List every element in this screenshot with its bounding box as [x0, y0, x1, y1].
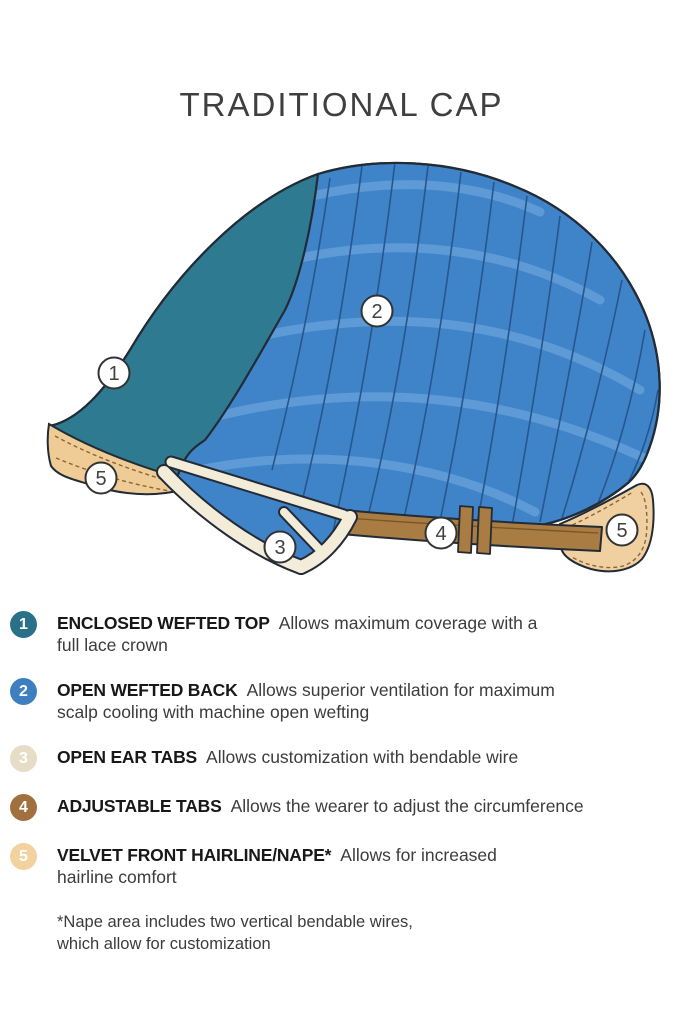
cap-diagram-svg: 1 2 3 4 5 5 [46, 161, 661, 575]
svg-text:5: 5 [616, 520, 627, 542]
legend-text: OPEN EAR TABS Allows customization with b… [57, 747, 518, 769]
legend-item-title: VELVET FRONT HAIRLINE/NAPE* [57, 845, 332, 865]
svg-text:1: 1 [108, 363, 119, 385]
legend-item-description: Allows the wearer to adjust the circumfe… [230, 796, 584, 816]
legend-item-adjustable-tabs: 4 ADJUSTABLE TABS Allows the wearer to ad… [10, 794, 672, 821]
legend-item-open-ear-tabs: 3 OPEN EAR TABS Allows customization with… [10, 745, 672, 772]
weft-row-bands [193, 180, 657, 517]
legend-item-description: Allows maximum coverage with a full lace… [57, 613, 538, 655]
legend-item-title: OPEN EAR TABS [57, 747, 198, 767]
legend-item-title: ADJUSTABLE TABS [57, 796, 222, 816]
callout-badge-3: 3 [263, 530, 297, 564]
callout-badge-5-nape: 5 [605, 513, 639, 547]
svg-text:4: 4 [435, 523, 446, 545]
legend-item-velvet-front-hairline-nape: 5 VELVET FRONT HAIRLINE/NAPE*Allows for … [10, 843, 672, 888]
nape-footnote: *Nape area includes two vertical bendabl… [57, 913, 413, 953]
callouts: 1 2 3 4 5 5 [84, 294, 639, 564]
callout-badge-4: 4 [424, 516, 458, 550]
legend-number-badge-3: 3 [10, 745, 37, 772]
legend-item-description: Allows customization with bendable wire [206, 747, 519, 767]
legend-number-badge-5: 5 [10, 843, 37, 870]
legend-item-description: Allows superior ventilation for maximum … [57, 680, 555, 722]
legend-item-description: Allows for increased hairline comfort [57, 845, 497, 887]
legend-item-title: ENCLOSED WEFTED TOP [57, 613, 270, 633]
page-title: TRADITIONAL CAP [179, 86, 504, 123]
svg-text:5: 5 [95, 468, 106, 490]
svg-text:3: 3 [274, 537, 285, 559]
legend-number-badge-2: 2 [10, 678, 37, 705]
cap-diagram: 1 2 3 4 5 5 [0, 140, 683, 610]
weft-pattern [193, 162, 659, 546]
legend-text: VELVET FRONT HAIRLINE/NAPE*Allows for in… [57, 845, 497, 888]
adjustable-strap [340, 505, 603, 555]
strap-buckle [457, 505, 493, 555]
legend-text: ADJUSTABLE TABS Allows the wearer to adju… [57, 796, 584, 818]
callout-badge-2: 2 [360, 294, 394, 328]
legend-item-title: OPEN WEFTED BACK [57, 680, 238, 700]
svg-text:2: 2 [371, 301, 382, 323]
callout-badge-5-front: 5 [84, 461, 118, 495]
weft-stitch-lines [271, 162, 659, 546]
legend-number-badge-4: 4 [10, 794, 37, 821]
legend-number-badge-1: 1 [10, 611, 37, 638]
callout-badge-1: 1 [97, 356, 131, 390]
